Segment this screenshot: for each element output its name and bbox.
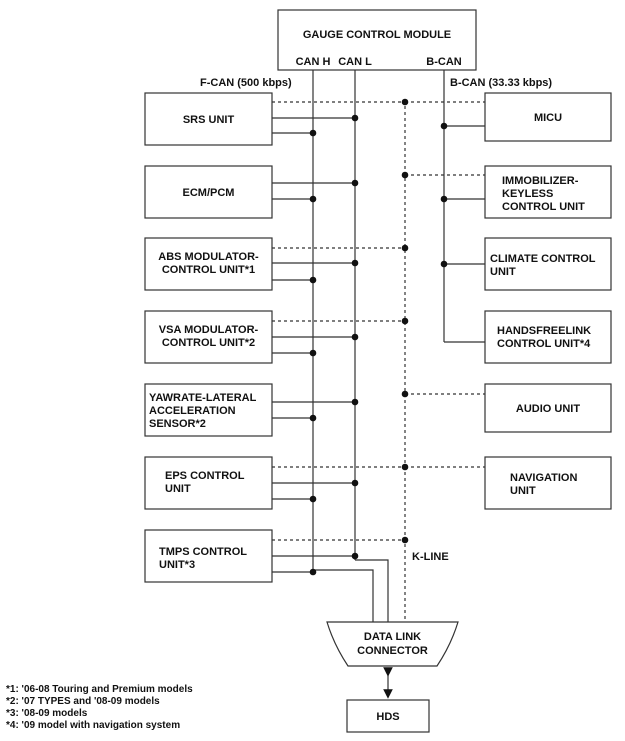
eps-control-unit-label-2: UNIT xyxy=(165,483,191,495)
abs-modulator-label-1: ABS MODULATOR- xyxy=(158,251,259,263)
handsfreelink-box xyxy=(484,310,612,364)
junction-dot xyxy=(351,479,359,487)
can-l-label: CAN L xyxy=(338,56,372,68)
hds-label: HDS xyxy=(376,711,399,723)
junction-dot xyxy=(309,414,317,422)
junction-dot xyxy=(401,390,409,398)
eps-control-unit-label-1: EPS CONTROL xyxy=(165,470,245,482)
vsa-modulator-label-1: VSA MODULATOR- xyxy=(159,324,259,336)
yawrate-sensor-box xyxy=(144,383,273,437)
micu-label: MICU xyxy=(534,112,562,124)
handsfreelink-label-2: CONTROL UNIT*4 xyxy=(497,338,591,350)
navigation-unit-label-2: UNIT xyxy=(510,485,536,497)
junction-dot xyxy=(401,244,409,252)
gauge-control-module-label: GAUGE CONTROL MODULE xyxy=(303,29,451,41)
climate-control-unit-label-1: CLIMATE CONTROL xyxy=(490,253,596,265)
handsfreelink-label-1: HANDSFREELINK xyxy=(497,325,591,337)
ecm-pcm-label: ECM/PCM xyxy=(183,187,235,199)
junction-dot xyxy=(309,568,317,576)
vsa-modulator-label-2: CONTROL UNIT*2 xyxy=(162,337,255,349)
junction-dot xyxy=(440,195,448,203)
can-l-connector-wire xyxy=(355,559,389,622)
vsa-modulator-box xyxy=(144,310,273,364)
junction-dot xyxy=(351,179,359,187)
junction-dot xyxy=(309,129,317,137)
micu-box xyxy=(484,92,612,142)
junction-dot xyxy=(309,276,317,284)
left-units: SRS UNIT ECM/PCM ABS MODULATOR- CONTROL … xyxy=(144,92,273,583)
junction-dot xyxy=(401,171,409,179)
junction-dot xyxy=(401,536,409,544)
footnote-2: *2: '07 TYPES and '08-09 models xyxy=(6,696,160,707)
f-can-speed-label: F-CAN (500 kbps) xyxy=(200,77,292,89)
hds-tool: HDS xyxy=(346,699,430,733)
junction-dot xyxy=(401,317,409,325)
junction-dot xyxy=(440,122,448,130)
footnotes: *1: '06-08 Touring and Premium models *2… xyxy=(6,684,193,731)
immobilizer-keyless-label-2: KEYLESS xyxy=(502,188,553,200)
k-line-label: K-LINE xyxy=(412,551,449,563)
ecm-pcm-box xyxy=(144,165,273,219)
junction-dot xyxy=(351,333,359,341)
footnote-4: *4: '09 model with navigation system xyxy=(6,720,180,731)
data-link-connector-shape xyxy=(326,621,459,667)
data-link-connector-label-2: CONNECTOR xyxy=(357,645,428,657)
immobilizer-keyless-label-3: CONTROL UNIT xyxy=(502,201,585,213)
immobilizer-keyless-label-1: IMMOBILIZER- xyxy=(502,175,579,187)
junction-dot xyxy=(351,552,359,560)
yawrate-sensor-label-1: YAWRATE-LATERAL xyxy=(149,392,257,404)
b-can-label: B-CAN xyxy=(426,56,461,68)
navigation-unit-label-1: NAVIGATION xyxy=(510,472,577,484)
climate-control-unit-label-2: UNIT xyxy=(490,266,516,278)
junction-dot xyxy=(351,259,359,267)
yawrate-sensor-label-2: ACCELERATION xyxy=(149,405,236,417)
srs-unit-box xyxy=(144,92,273,146)
tmps-control-unit-label-2: UNIT*3 xyxy=(159,559,195,571)
footnote-3: *3: '08-09 models xyxy=(6,708,88,719)
junction-dot xyxy=(309,195,317,203)
junction-dot xyxy=(440,260,448,268)
gauge-control-module: GAUGE CONTROL MODULE CAN H CAN L B-CAN xyxy=(277,9,477,71)
tmps-control-unit-label-1: TMPS CONTROL xyxy=(159,546,247,558)
audio-unit-label: AUDIO UNIT xyxy=(516,403,580,415)
immobilizer-keyless-box xyxy=(484,165,612,219)
abs-modulator-label-2: CONTROL UNIT*1 xyxy=(162,264,255,276)
junction-dot xyxy=(401,463,409,471)
footnote-1: *1: '06-08 Touring and Premium models xyxy=(6,684,193,695)
right-connections xyxy=(405,101,485,468)
can-h-label: CAN H xyxy=(296,56,331,68)
junction-dot xyxy=(309,349,317,357)
can-h-connector-wire xyxy=(313,569,374,622)
abs-modulator-box xyxy=(144,237,273,291)
left-connections xyxy=(272,101,405,573)
junction-dot xyxy=(401,98,409,106)
right-units: MICU IMMOBILIZER- KEYLESS CONTROL UNIT C… xyxy=(484,92,612,510)
junction-dot xyxy=(351,398,359,406)
audio-unit-box xyxy=(484,383,612,433)
junction-dots xyxy=(309,98,448,576)
b-can-speed-label: B-CAN (33.33 kbps) xyxy=(450,77,552,89)
srs-unit-label: SRS UNIT xyxy=(183,114,235,126)
junction-dot xyxy=(351,114,359,122)
yawrate-sensor-label-3: SENSOR*2 xyxy=(149,418,206,430)
data-link-connector: DATA LINK CONNECTOR xyxy=(326,621,459,667)
junction-dot xyxy=(309,495,317,503)
data-link-connector-label-1: DATA LINK xyxy=(364,631,421,643)
hds-box xyxy=(346,699,430,733)
navigation-unit-box xyxy=(484,456,612,510)
